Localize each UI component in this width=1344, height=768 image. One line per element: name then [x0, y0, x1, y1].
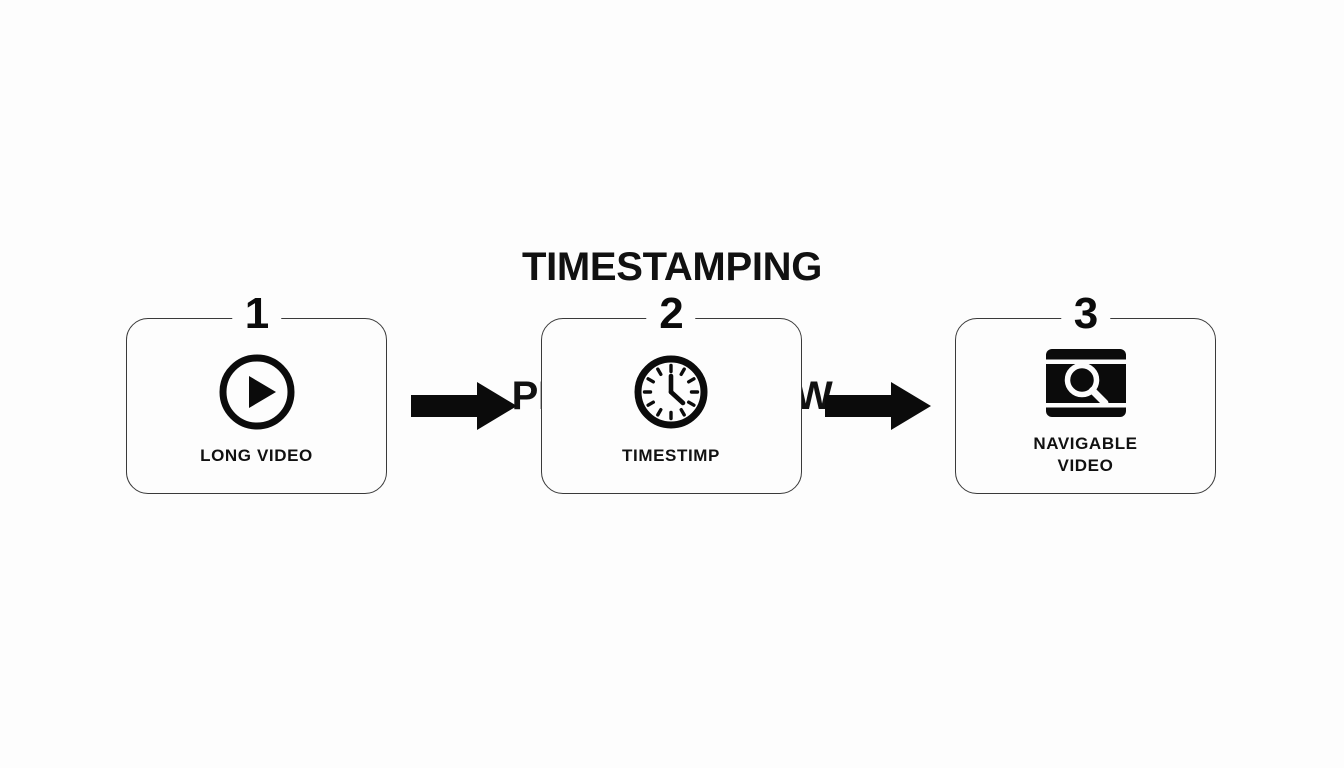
process-step-1: 1 LONG VIDEO: [126, 287, 387, 494]
page-title-line-1: TIMESTAMPING: [521, 245, 823, 289]
process-step-3: 3 NAVIGABLE VIDEO: [955, 287, 1216, 494]
process-step-2: 2: [540, 287, 802, 494]
step-label-1: LONG VIDEO: [200, 446, 313, 465]
process-flow: 1 LONG VIDEO 2: [126, 287, 1216, 494]
step-number-badge-2: 2: [646, 287, 696, 341]
clock-icon: [632, 351, 710, 433]
step-content-1: LONG VIDEO: [127, 319, 386, 493]
play-circle-icon: [218, 351, 296, 433]
arrow-right-icon: [825, 380, 932, 432]
step-label-2: TIMESTIMP: [622, 446, 720, 465]
arrow-right-icon: [410, 380, 517, 432]
step-content-2: TIMESTIMP: [542, 319, 801, 493]
step-content-3: NAVIGABLE VIDEO: [956, 319, 1215, 493]
step-number-badge-3: 3: [1060, 287, 1111, 341]
screen-search-icon: [1044, 342, 1128, 424]
step-number-badge-1: 1: [231, 287, 282, 341]
step-label-3: NAVIGABLE VIDEO: [1033, 433, 1138, 475]
